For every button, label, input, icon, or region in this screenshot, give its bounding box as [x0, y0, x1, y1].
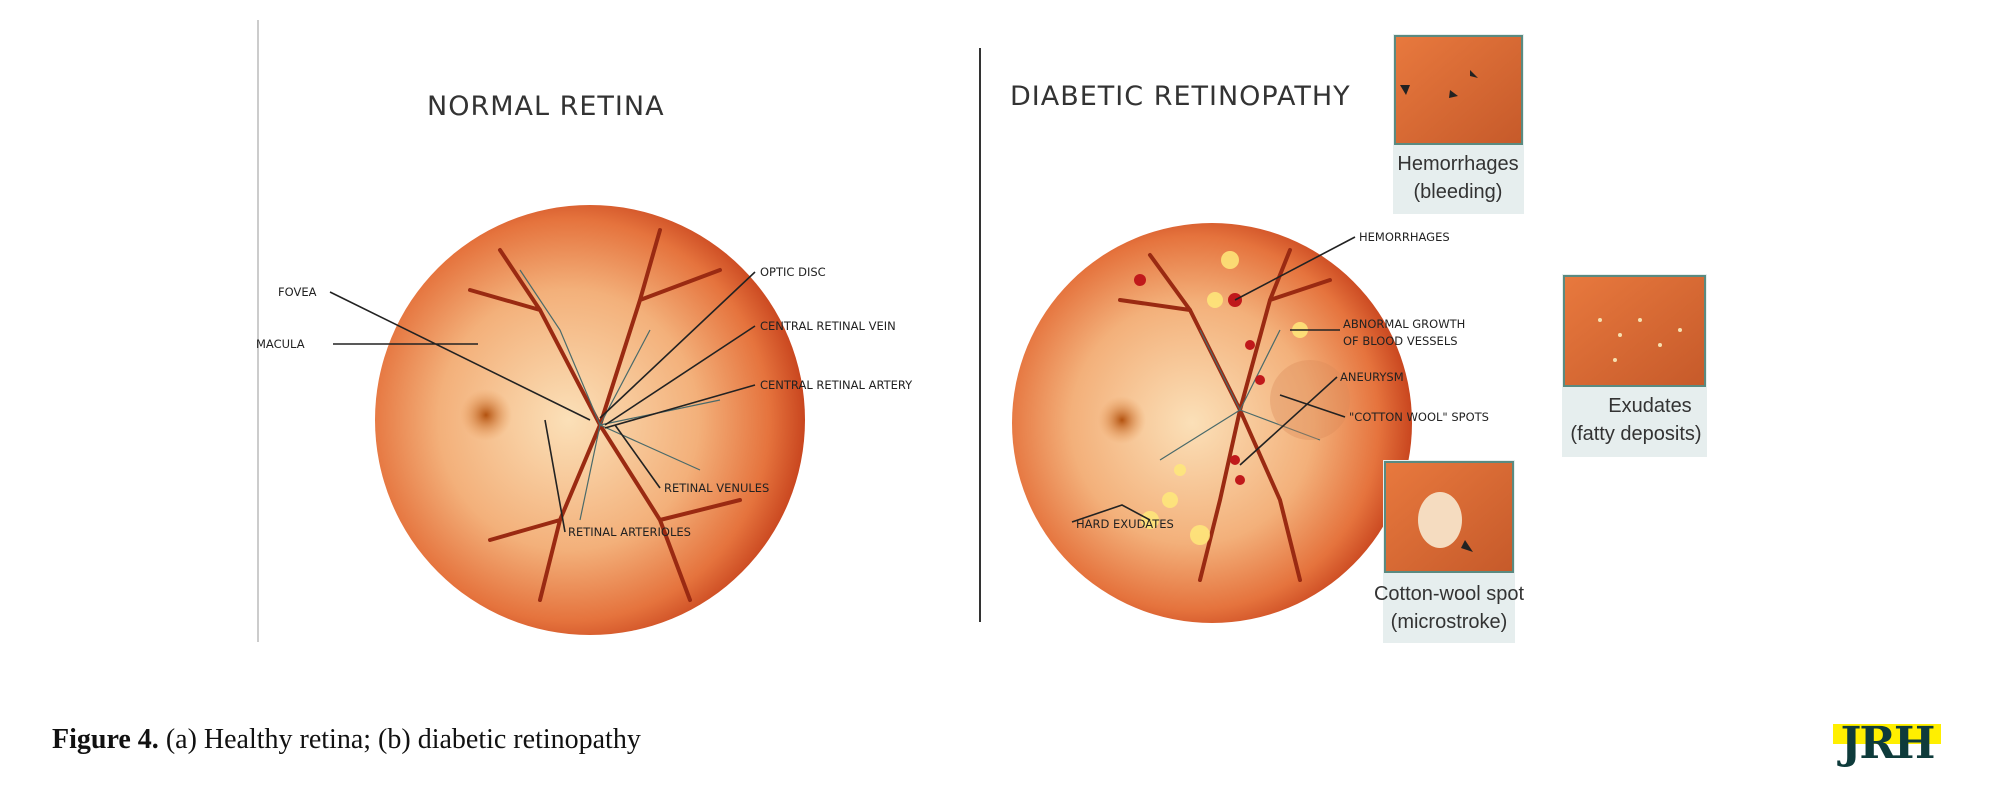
label-retinal-venules: RETINAL VENULES: [664, 481, 769, 495]
inset-cotton-wool-label: Cotton-wool spot: [1374, 583, 1525, 605]
exudate-dots: [1598, 318, 1682, 362]
label-central-retinal-vein: CENTRAL RETINAL VEIN: [760, 319, 896, 333]
diabetic-retina-illustration: [1012, 223, 1412, 623]
normal-retina-title: NORMAL RETINA: [427, 91, 665, 122]
inset-exudates-sublabel: (fatty deposits): [1570, 423, 1701, 445]
caption-text: (a) Healthy retina; (b) diabetic retinop…: [158, 724, 641, 755]
inset-exudates: Exudates (fatty deposits): [1562, 274, 1707, 457]
logo-text: JRH: [1840, 718, 1936, 769]
cotton-wool-patch: [1418, 492, 1462, 548]
abnormal-vessel-growth: [1270, 360, 1350, 440]
arrowhead-icon: [1400, 70, 1478, 98]
label-abnormal-growth-1: ABNORMAL GROWTH: [1343, 317, 1465, 331]
label-macula: MACULA: [256, 337, 305, 351]
caption-label: Figure 4.: [52, 724, 159, 755]
hemorrhage-photo: [1394, 35, 1523, 145]
label-fovea: FOVEA: [278, 285, 317, 299]
figure-caption: Figure 4. (a) Healthy retina; (b) diabet…: [52, 724, 641, 756]
normal-retina-panel: NORMAL RETINA FOVEA MACULA OPTIC DISC CE…: [256, 91, 913, 635]
label-retinal-arterioles: RETINAL ARTERIOLES: [568, 525, 691, 539]
label-cotton-wool-spots: "COTTON WOOL" SPOTS: [1349, 410, 1489, 424]
hemorrhage-spots: [1134, 274, 1265, 485]
fovea-spot: [1098, 396, 1146, 444]
journal-logo: JRH: [1833, 718, 1941, 769]
normal-vessels: [468, 228, 742, 602]
diabetic-retinopathy-panel: DIABETIC RETINOPATHY HEMORRHAGES ABNORMA…: [1010, 81, 1489, 623]
label-hemorrhages: HEMORRHAGES: [1359, 230, 1450, 244]
inset-cotton-wool-sublabel: (microstroke): [1391, 611, 1508, 633]
diabetic-vessels: [1118, 248, 1332, 582]
label-aneurysm: ANEURYSM: [1340, 370, 1404, 384]
label-hard-exudates: HARD EXUDATES: [1076, 517, 1174, 531]
inset-cotton-wool: Cotton-wool spot (microstroke): [1374, 460, 1525, 643]
inset-hemorrhages-sublabel: (bleeding): [1414, 181, 1503, 203]
label-abnormal-growth-2: OF BLOOD VESSELS: [1343, 334, 1458, 348]
inset-exudates-label: Exudates: [1608, 395, 1691, 417]
exudates-photo: [1563, 275, 1706, 387]
arrowhead-icon: [1461, 540, 1473, 552]
label-optic-disc: OPTIC DISC: [760, 265, 826, 279]
fovea-spot: [460, 389, 512, 441]
label-central-retinal-artery: CENTRAL RETINAL ARTERY: [760, 378, 913, 392]
inset-hemorrhages: Hemorrhages (bleeding): [1393, 34, 1524, 214]
diabetic-retinopathy-title: DIABETIC RETINOPATHY: [1010, 81, 1351, 112]
inset-hemorrhages-label: Hemorrhages: [1397, 153, 1518, 175]
